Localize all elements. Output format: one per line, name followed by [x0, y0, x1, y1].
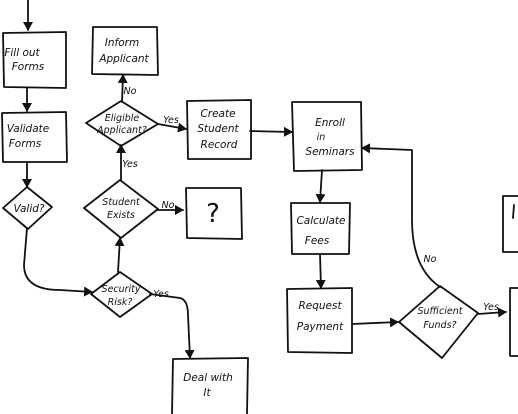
shapes — [1, 26, 518, 414]
fill-out-forms-label-1: Fill out — [4, 47, 40, 59]
exists-yes-label: Yes — [122, 159, 138, 170]
enroll-seminars-label-1: Enroll — [315, 117, 345, 129]
connector-calculate-to-request — [315, 253, 326, 289]
connector-funds-to-right — [477, 307, 507, 318]
eligible-no-label: No — [124, 86, 137, 97]
right-edge-box-top — [502, 195, 518, 253]
sufficient-funds-label-1: Sufficient — [418, 306, 464, 317]
eligible-yes-label: Yes — [163, 115, 179, 126]
inform-applicant-box — [91, 26, 159, 76]
security-risk-diamond — [90, 271, 153, 318]
create-student-record-label-2: Student — [197, 123, 239, 135]
student-exists-label-1: Student — [102, 197, 141, 208]
create-student-record-box — [186, 99, 252, 160]
create-student-record-label-1: Create — [200, 108, 235, 120]
deal-with-it-box — [171, 357, 249, 414]
request-payment-box — [286, 287, 353, 354]
connector-request-to-funds — [351, 317, 399, 328]
request-payment-label-1: Request — [298, 300, 342, 312]
student-exists-diamond — [83, 179, 159, 239]
right-edge-mark — [512, 204, 515, 219]
right-edge-box-bottom — [509, 287, 518, 357]
calculate-fees-label-2: Fees — [305, 235, 330, 247]
connector-eligible-to-inform — [117, 74, 128, 103]
connector-security-to-exists — [114, 237, 125, 273]
validate-forms-label-2: Forms — [9, 138, 42, 150]
validate-forms-box — [1, 111, 68, 163]
fill-out-forms-label-2: Forms — [12, 61, 45, 73]
exists-no-label: No — [162, 200, 175, 211]
security-risk-label-2: Risk? — [108, 297, 133, 308]
inform-applicant-label-2: Applicant — [98, 53, 149, 65]
deal-with-it-label-1: Deal with — [183, 372, 233, 384]
valid-label: Valid? — [13, 203, 44, 215]
enroll-seminars-label-3: Seminars — [305, 146, 355, 158]
eligible-applicant-label-1: Eligible — [105, 113, 140, 124]
risk-yes-label: Yes — [153, 289, 169, 300]
create-student-record-label-3: Record — [201, 139, 238, 151]
sufficient-funds-diamond — [398, 285, 479, 359]
connector-create-to-enroll — [249, 126, 293, 137]
deal-with-it-label-2: It — [203, 387, 211, 399]
connectors — [22, 0, 507, 359]
security-risk-label-1: Security — [101, 284, 140, 295]
enroll-seminars-box — [291, 101, 363, 172]
eligible-applicant-label-2: Applicant? — [96, 125, 147, 136]
funds-no-label: No — [424, 254, 437, 265]
connector-enroll-to-calculate — [315, 169, 326, 203]
node-labels: Fill out Forms Validate Forms Valid? Sec… — [4, 37, 463, 399]
edge-labels: No Yes Yes No Yes No Yes — [122, 86, 499, 313]
connector-valid-to-security — [23, 227, 93, 297]
connector-funds-to-enroll — [361, 143, 441, 288]
unknown-label: ? — [206, 199, 220, 229]
valid-diamond — [2, 186, 53, 230]
calculate-fees-label-1: Calculate — [296, 215, 345, 227]
student-exists-label-2: Exists — [107, 210, 135, 221]
eligible-applicant-diamond — [85, 100, 159, 147]
fill-out-forms-box — [2, 31, 67, 89]
validate-forms-label-1: Validate — [7, 123, 49, 135]
funds-yes-label: Yes — [483, 302, 499, 313]
sufficient-funds-label-2: Funds? — [423, 320, 456, 331]
inform-applicant-label-1: Inform — [105, 37, 139, 49]
connector-security-to-deal — [149, 293, 195, 359]
request-payment-label-2: Payment — [297, 321, 344, 333]
unknown-box — [185, 187, 243, 240]
calculate-fees-box — [290, 202, 351, 255]
connector-eligible-to-create — [157, 122, 187, 133]
enroll-seminars-label-2: in — [317, 132, 326, 143]
